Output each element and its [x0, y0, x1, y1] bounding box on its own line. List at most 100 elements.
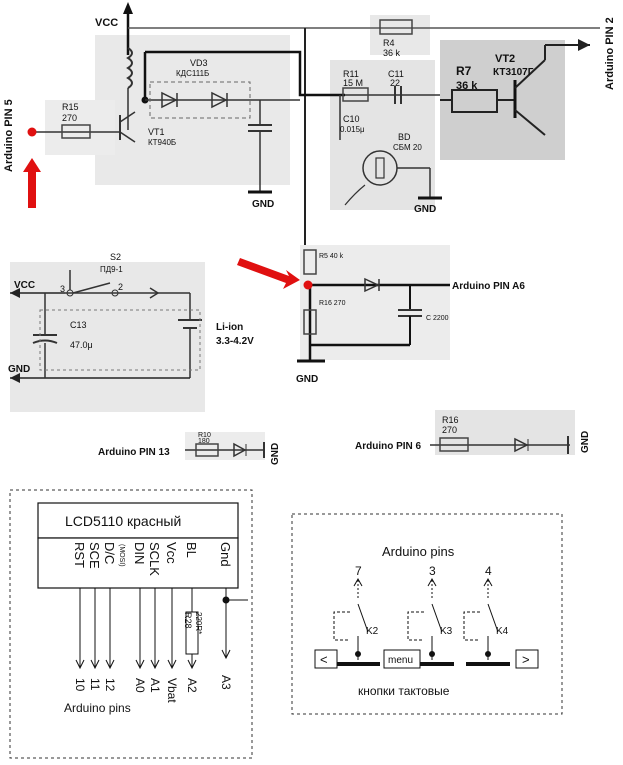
btn-pin-arrow-2 — [483, 577, 493, 587]
r4-label: R4 — [383, 38, 395, 48]
gnd-label-1: GND — [252, 199, 274, 210]
c-label: C 2200 — [426, 315, 449, 322]
buttons-footer: кнопки тактовые — [358, 684, 450, 698]
lcd-pin-label-4: SCLK — [147, 542, 162, 576]
gnd-label-6: GND — [580, 431, 591, 453]
r16b-value: 270 — [442, 425, 457, 435]
btn-pin-arrow-0 — [353, 577, 363, 587]
r11-value: 15 M — [343, 78, 363, 88]
lcd-wire-arrow-2 — [105, 659, 115, 670]
btn-actuator-1 — [407, 611, 424, 641]
arduino-pin-a6-label: Arduino PIN A6 — [452, 281, 525, 292]
lcd-wires: RST10SCE11D/C12DINA0SCLKA1VccVbatBLA2Gnd… — [72, 542, 248, 703]
liion-voltage: 3.3-4.2V — [216, 336, 254, 347]
vcc-label: VCC — [95, 17, 118, 29]
r7-value: 36 k — [456, 80, 478, 92]
c13-value: 47.0μ — [70, 340, 93, 350]
liion-label: Li-ion — [216, 322, 243, 333]
left-key-cap — [314, 649, 338, 669]
lcd-pin-label-0: RST — [72, 542, 87, 568]
right-key-cap — [515, 649, 539, 669]
btn-actuator-2 — [463, 611, 480, 641]
top-schematic — [23, 2, 600, 285]
r10-label: R10 — [198, 432, 211, 439]
mosi-label: (MOSI) — [118, 544, 125, 567]
vt2-value: КТ3107Г — [493, 67, 534, 78]
gnd-label-4: GND — [8, 364, 30, 375]
lcd-target-4: A1 — [148, 678, 162, 693]
lcd-target-3: A0 — [133, 678, 147, 693]
pin5-node — [27, 127, 37, 137]
lcd-pin-label-2: D/C — [102, 542, 117, 564]
lcd-labels: LCD5110 красный Arduino pins (MOSI) R28 … — [64, 513, 203, 715]
btn-pin-2: 4 — [485, 564, 492, 578]
c11-label: C11 — [388, 69, 404, 79]
lcd-wire-arrow-5 — [167, 659, 177, 670]
r28-label: R28 — [183, 612, 193, 629]
lcd-target-7: A3 — [219, 675, 233, 690]
lcd-wire-arrow-3 — [135, 659, 145, 670]
menu-key-label: menu — [388, 655, 413, 666]
r15-label: R15 — [62, 102, 79, 112]
r16-label: R16 270 — [319, 300, 346, 307]
a6-node — [303, 280, 313, 290]
lcd-target-2: 12 — [103, 678, 117, 692]
btn-key-label-0: K2 — [366, 626, 379, 637]
lcd-block: RST10SCE11D/C12DINA0SCLKA1VccVbatBLA2Gnd… — [9, 489, 253, 759]
lcd-target-1: 11 — [88, 678, 102, 691]
lcd-pin-label-5: Vcc — [164, 542, 179, 564]
lcd-target-6: A2 — [185, 678, 199, 693]
middle-labels: R5 40 k R16 270 Arduino PIN A6 C 2200 GN… — [8, 252, 525, 385]
r15-value: 270 — [62, 113, 77, 123]
switch-pin-3: 3 — [60, 284, 65, 294]
r4-value: 36 k — [383, 48, 401, 58]
c10-value: 0.015μ — [340, 125, 365, 134]
lcd-wire-arrow-1 — [90, 659, 100, 670]
r11-label: R11 — [343, 69, 359, 79]
r7-label: R7 — [456, 64, 472, 78]
btn-contact-0 — [357, 603, 369, 633]
buttons-labels: Arduino pins кнопки тактовые — [358, 544, 455, 698]
red-arrow-right — [237, 258, 300, 289]
bd-value: СБМ 20 — [393, 143, 422, 152]
r10-value: 180 — [198, 438, 210, 445]
btn-node-0 — [355, 651, 361, 657]
btn-actuator-0 — [333, 611, 350, 641]
lcd-target-0: 10 — [73, 678, 87, 692]
btn-pin-arrow-1 — [427, 577, 437, 587]
lcd-pin-label-1: SCE — [87, 542, 102, 569]
right-key-symbol: > — [522, 652, 530, 667]
r28-resistor — [185, 611, 199, 655]
gnd-label-5: GND — [270, 443, 281, 465]
vcc-label-2: VCC — [14, 280, 35, 291]
vd3-value: КДС111Б — [176, 69, 209, 78]
led-labels: Arduino PIN 13 R10 180 GND Arduino PIN 6… — [98, 415, 591, 465]
vd3-label: VD3 — [190, 58, 208, 68]
arduino-pin13-label: Arduino PIN 13 — [98, 447, 170, 458]
buttons-title: Arduino pins — [382, 544, 455, 559]
vt2-label: VT2 — [495, 53, 515, 65]
lcd-pin-label-7: Gnd — [218, 542, 233, 567]
middle-schematic — [10, 245, 450, 412]
c11-value: 22 — [390, 78, 400, 88]
lcd-footer: Arduino pins — [64, 701, 131, 715]
left-key-symbol: < — [320, 652, 328, 667]
s2-value: ПД9-1 — [100, 265, 123, 274]
btn-contact-2 — [487, 603, 499, 633]
lcd-title: LCD5110 красный — [65, 513, 181, 529]
led-lines — [185, 410, 575, 460]
r5-label: R5 40 k — [319, 253, 344, 260]
s2-label: S2 — [110, 252, 121, 262]
red-arrow-up — [23, 158, 41, 208]
gnd-label-3: GND — [296, 374, 318, 385]
switch-pin-2: 2 — [118, 282, 123, 292]
vt1-value: КТ940Б — [148, 138, 176, 147]
r28-value: 220R* — [194, 612, 203, 634]
menu-key-cap — [383, 649, 421, 669]
r16b-label: R16 — [442, 415, 459, 425]
bd-label: BD — [398, 132, 411, 142]
btn-node-2 — [485, 651, 491, 657]
btn-pin-1: 3 — [429, 564, 436, 578]
